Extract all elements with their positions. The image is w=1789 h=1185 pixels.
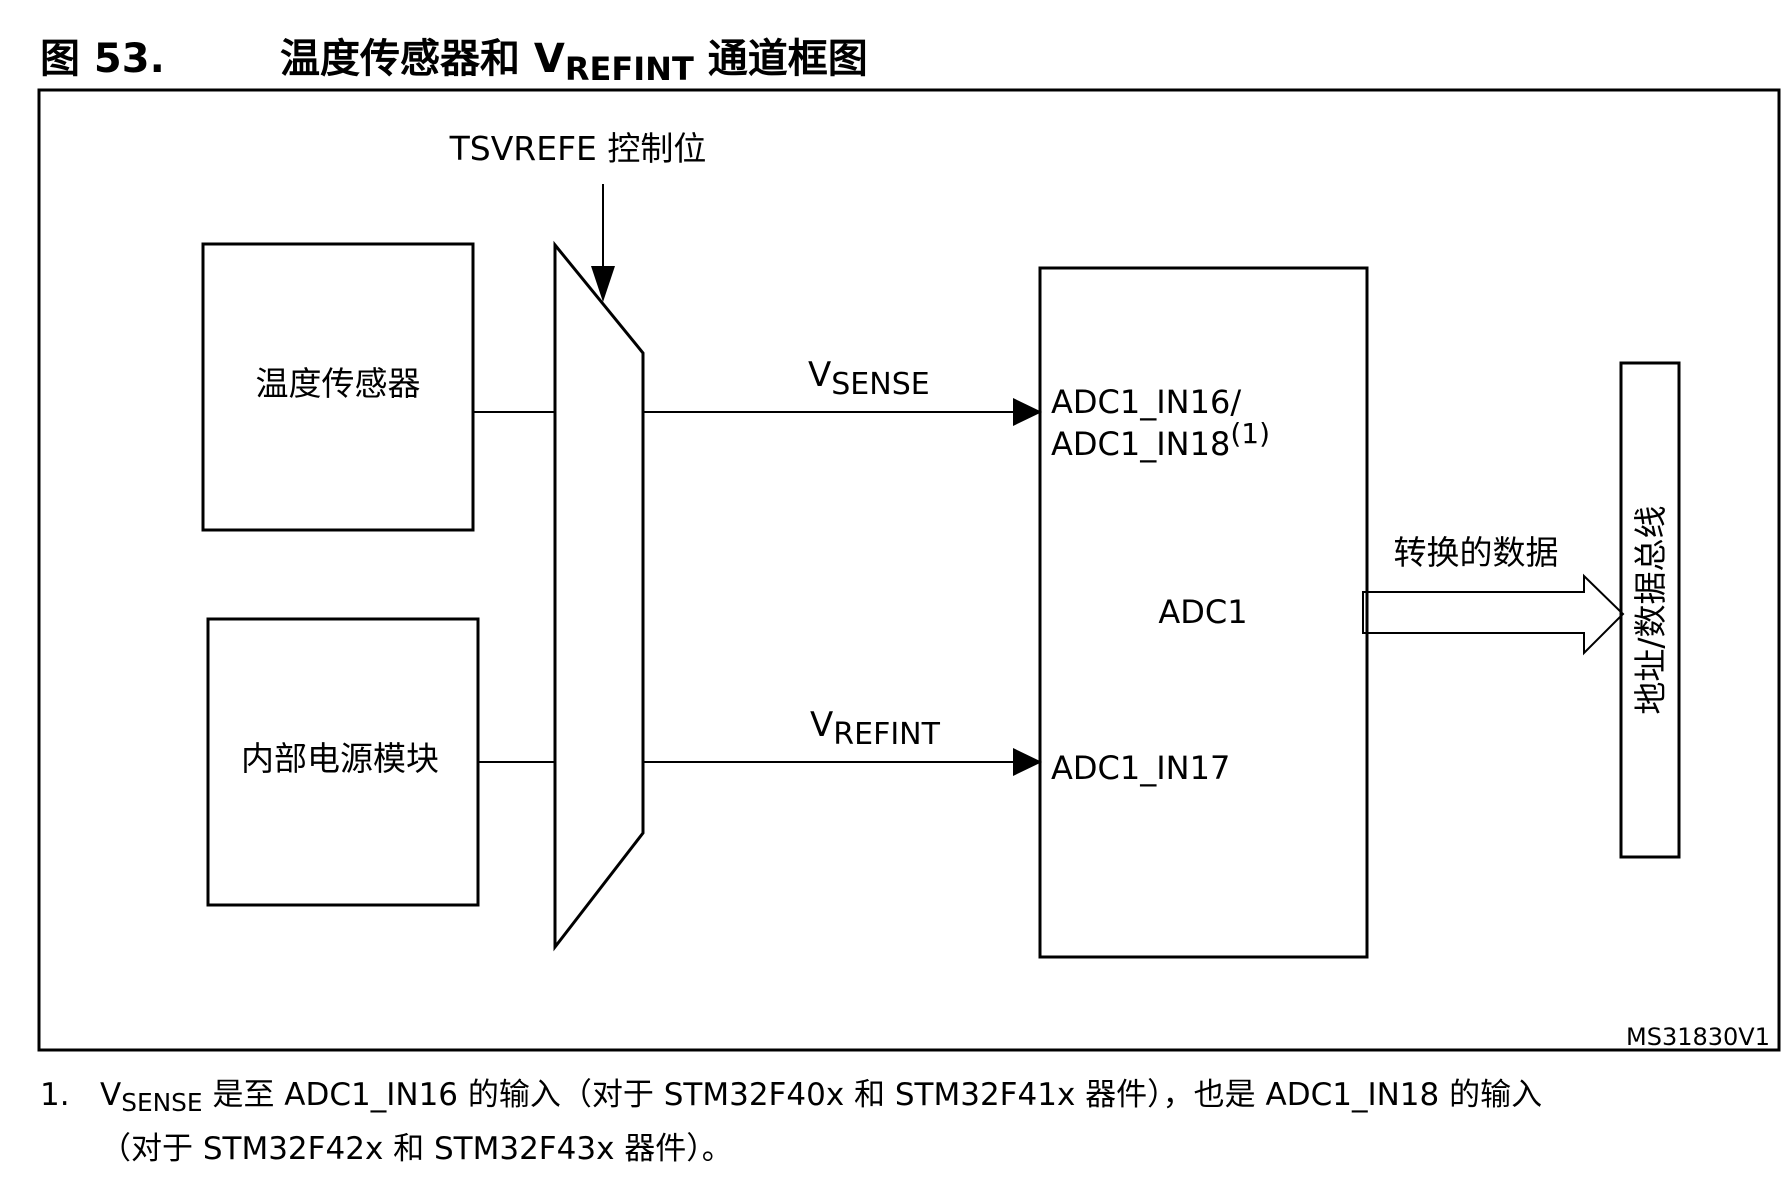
adc-in16-label: ADC1_IN16/ [1051, 383, 1241, 421]
footnote-line2: （对于 STM32F42x 和 STM32F43x 器件）。 [100, 1131, 733, 1168]
control-arrow-head [591, 266, 615, 302]
converted-data-arrow [1362, 573, 1625, 656]
vrefint-arrow-head [1013, 748, 1042, 776]
footnote-body: VSENSE 是至 ADC1_IN16 的输入（对于 STM32F40x 和 S… [100, 1072, 1760, 1172]
temperature-sensor-label: 温度传感器 [256, 364, 421, 403]
figure-name: 温度传感器和 VREFINT 通道框图 [280, 26, 868, 88]
converted-data-label: 转换的数据 [1394, 533, 1559, 572]
figure-title-subscript: REFINT [564, 50, 694, 88]
figure-code: MS31830V1 [1626, 1023, 1770, 1051]
figure-title: 图 53. 温度传感器和 VREFINT 通道框图 [40, 22, 1740, 92]
footnote-number: 1. [40, 1077, 70, 1113]
block-diagram: TSVREFE 控制位 温度传感器 内部电源模块 VSENSE VREFINT … [37, 88, 1781, 1052]
diagram-frame [37, 88, 1781, 1052]
adc-in17-label: ADC1_IN17 [1051, 749, 1230, 787]
figure-title-suffix: 通道框图 [693, 36, 868, 82]
vsense-label: VSENSE [808, 355, 930, 402]
footnote-subscript: SENSE [121, 1088, 203, 1118]
address-data-bus [1619, 361, 1681, 859]
bus-label: 地址/数据总线 [1631, 505, 1670, 714]
temperature-sensor-block [201, 242, 475, 532]
footnote-v: V [100, 1077, 122, 1113]
control-bit-label: TSVREFE 控制位 [449, 129, 707, 168]
footnote-line1: 是至 ADC1_IN16 的输入（对于 STM32F40x 和 STM32F41… [202, 1077, 1543, 1113]
internal-power-label: 内部电源模块 [241, 739, 439, 778]
vsense-arrow-head [1013, 398, 1042, 426]
figure-number: 图 53. [40, 36, 165, 82]
adc-label: ADC1 [1158, 593, 1247, 631]
adc-in18-label: ADC1_IN18(1) [1051, 417, 1270, 463]
figure-title-prefix: 温度传感器和 V [280, 36, 565, 82]
multiplexer [553, 240, 645, 952]
adc-block [1038, 266, 1369, 959]
vrefint-label: VREFINT [810, 705, 941, 752]
